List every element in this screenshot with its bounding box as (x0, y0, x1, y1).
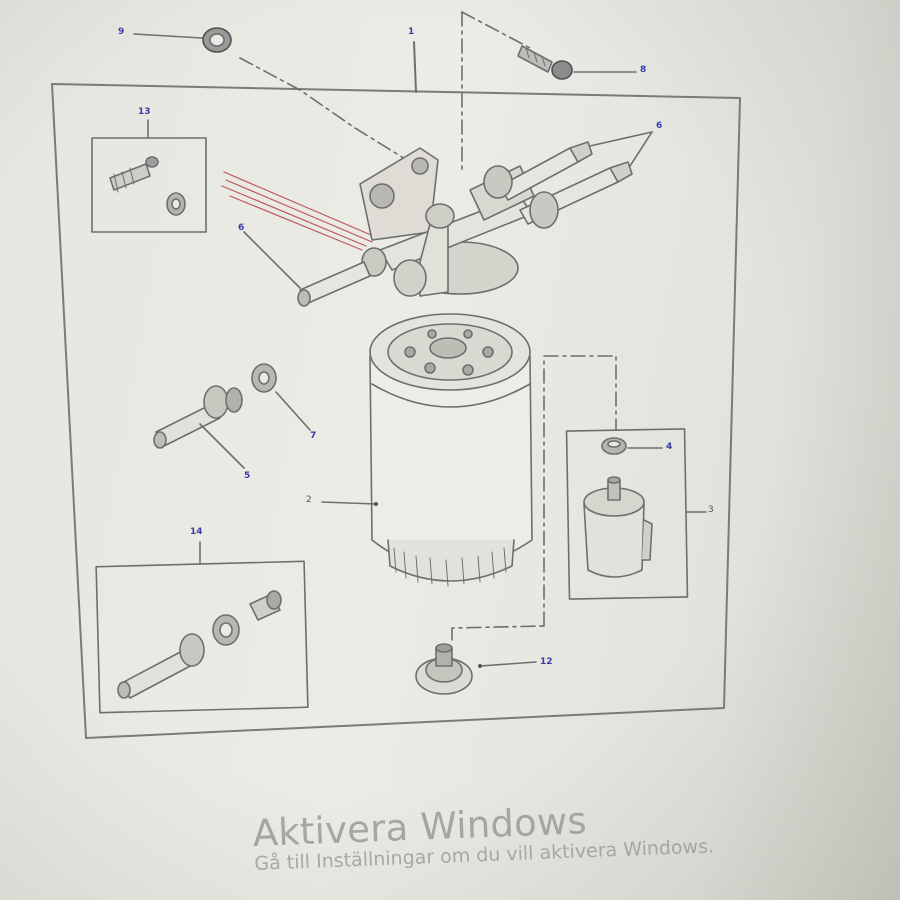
dashline-12 (451, 625, 545, 641)
leader-9 (133, 33, 203, 39)
callout-8: 8 (640, 65, 647, 75)
callout-5: 5 (244, 471, 251, 481)
leader-6-left (243, 231, 301, 289)
leader-2 (321, 501, 377, 505)
leader-6-right-b (629, 131, 653, 167)
leader-12-dot (478, 664, 482, 668)
subassembly-3-box (565, 428, 689, 600)
leader-2-dot (374, 502, 378, 506)
callout-9: 9 (118, 27, 125, 37)
callout-7: 7 (310, 431, 317, 441)
washer-7-icon (251, 363, 277, 393)
callout-3: 3 (708, 505, 714, 515)
callout-6-left: 6 (238, 223, 245, 233)
fitting-5-icon (153, 385, 243, 449)
dashline-8b (461, 11, 531, 49)
callout-6-right: 6 (656, 121, 663, 131)
leader-12 (479, 661, 537, 667)
filter-canister-icon (369, 313, 533, 587)
callout-2: 2 (306, 495, 312, 505)
water-sensor-3-icon (583, 476, 653, 578)
fitting-14-icon (117, 590, 282, 699)
subassembly-13-box (91, 137, 207, 233)
bolt-9-icon (202, 27, 232, 53)
fitting-13-icon (109, 156, 186, 216)
callout-13: 13 (138, 107, 151, 117)
filter-head-assembly (297, 141, 633, 307)
dashline-9 (239, 57, 411, 163)
leader-6-right-a (589, 131, 653, 147)
bolt-8-icon (517, 45, 573, 80)
callout-4: 4 (666, 442, 673, 452)
dashline-3 (543, 355, 617, 627)
main-assembly-frame (51, 83, 741, 739)
callout-1: 1 (408, 27, 415, 37)
leader-1 (413, 41, 417, 93)
sensor-4-icon (601, 437, 627, 455)
callout-12: 12 (540, 657, 553, 667)
red-annotation-lines (221, 171, 379, 251)
leader-5 (199, 423, 245, 469)
leader-7 (275, 391, 311, 431)
callout-14: 14 (190, 527, 203, 537)
drain-plug-12-icon (415, 643, 473, 695)
